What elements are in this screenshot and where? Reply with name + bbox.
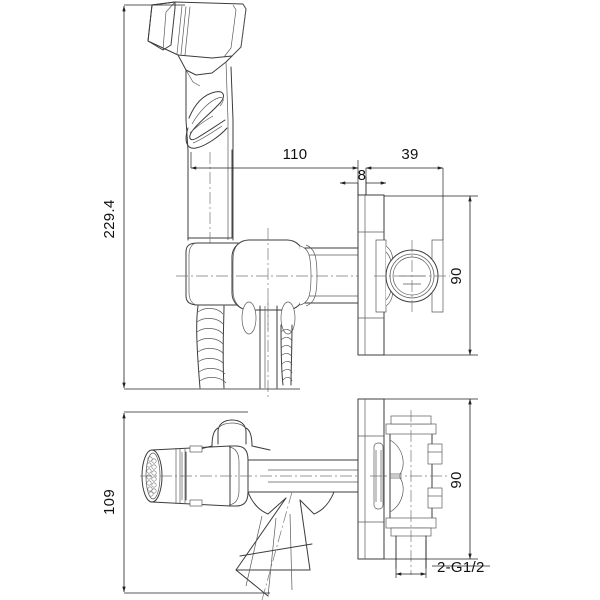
dimension-group-front: 229.4 110 39 [101,4,478,390]
dimension-plate-height-90-bottom: 90 [384,398,478,560]
dimension-group-side: 109 90 2-G1/2 [101,398,490,594]
outlet-stem [241,300,296,400]
dimension-plate-height-90-top: 90 [384,195,478,356]
dimension-side-height-109: 109 [101,411,270,594]
dimension-thread-callout: 2-G1/2 [395,540,490,578]
dimension-value-90-top: 90 [448,267,465,284]
shower-grip [187,149,234,250]
dimension-value-2-g1-2: 2-G1/2 [437,559,485,576]
dimension-value-229-4: 229.4 [101,199,118,238]
valve-body-side [370,410,450,575]
dimension-plate-thickness-8: 8 [339,167,387,195]
dimension-value-109: 109 [101,489,118,515]
flexible-hose [196,305,227,389]
angled-lever-side [235,491,335,600]
shower-neck [185,61,234,241]
dimension-value-8: 8 [358,167,367,184]
side-elevation-view: 109 90 2-G1/2 [101,398,490,600]
shower-body-side [181,419,271,507]
front-elevation-view: 229.4 110 39 [101,1,478,400]
valve-handle-front [374,239,450,314]
wall-holder-bracket [176,228,372,330]
spout-arm-side [140,459,386,493]
dimension-value-110: 110 [283,146,308,163]
dimension-value-90-bottom: 90 [448,471,465,488]
dimension-overall-height: 229.4 [101,4,300,390]
dimension-projection-110: 110 [190,146,359,195]
dimension-value-39: 39 [401,146,418,163]
